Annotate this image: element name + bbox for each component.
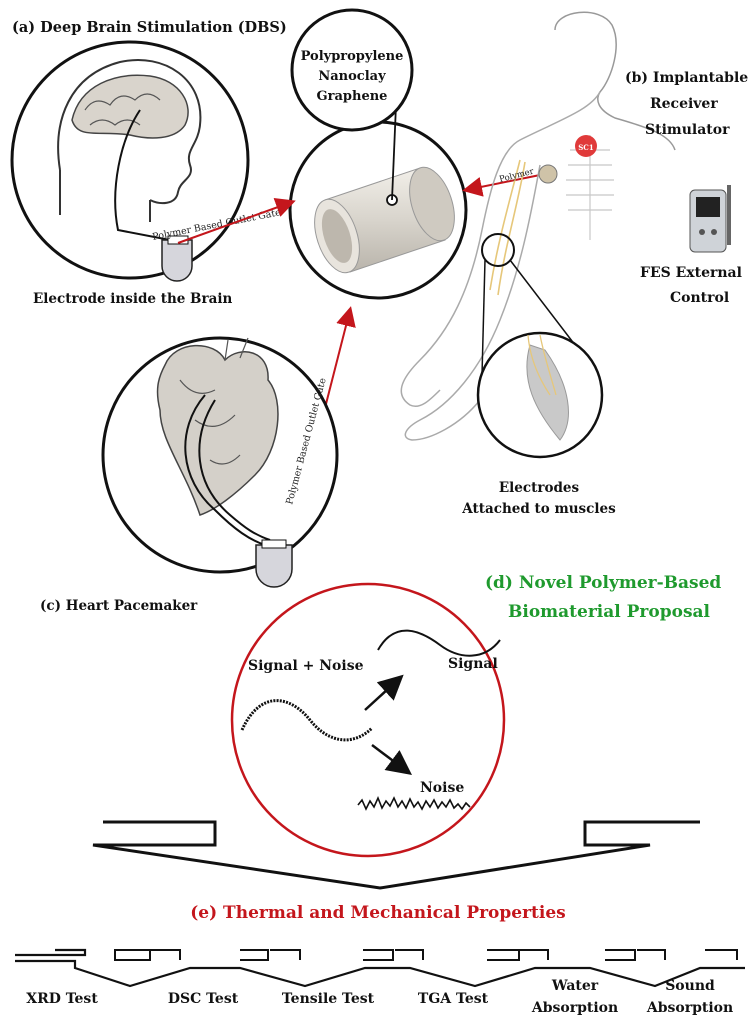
- muscle-panel: [478, 333, 602, 457]
- receiver-line3: Stimulator: [645, 122, 730, 138]
- material-2: Nanoclay: [318, 69, 386, 84]
- sc1-label: SC1: [578, 143, 594, 152]
- test-dsc: DSC Test: [168, 991, 239, 1007]
- test-tensile: Tensile Test: [282, 991, 375, 1007]
- material-3: Graphene: [317, 89, 388, 104]
- material-1: Polypropylene: [301, 49, 404, 64]
- properties-title: (e) Thermal and Mechanical Properties: [190, 903, 566, 923]
- pacemaker-label: (c) Heart Pacemaker: [40, 598, 198, 614]
- electrode-brain-label: Electrode inside the Brain: [33, 291, 232, 307]
- proposal-line2: Biomaterial Proposal: [508, 602, 711, 622]
- fes-line1: FES External: [640, 265, 742, 281]
- brain-stimulator-device: [162, 236, 192, 281]
- dbs-title: (a) Deep Brain Stimulation (DBS): [12, 19, 287, 36]
- signal-label: Signal: [448, 656, 498, 672]
- implant-receiver: [539, 165, 557, 183]
- noise-label: Noise: [420, 780, 464, 796]
- materials-panel: Polypropylene Nanoclay Graphene: [292, 10, 412, 130]
- electrodes-line1: Electrodes: [499, 480, 580, 496]
- brain-panel: Polymer Based Outlet Gate: [12, 42, 282, 281]
- test-tga: TGA Test: [418, 991, 489, 1007]
- proposal-line1: (d) Novel Polymer-Based: [485, 573, 721, 593]
- polymer-tube-panel: [290, 105, 466, 298]
- fes-line2: Control: [670, 290, 729, 306]
- test-water-line2: Absorption: [531, 1000, 618, 1016]
- heart-stimulator-device: [256, 540, 292, 587]
- signal-noise-label: Signal + Noise: [248, 658, 364, 674]
- fes-device-icon: [690, 185, 731, 252]
- test-sound-line1: Sound: [665, 978, 715, 994]
- test-sound-line2: Absorption: [646, 1000, 733, 1016]
- test-water-line1: Water: [551, 978, 599, 994]
- proposal-circle: [232, 584, 504, 856]
- tests-connector: [15, 950, 745, 986]
- heart-panel: Polymer Based Outlet Gate: [103, 338, 337, 587]
- receiver-line2: Receiver: [650, 96, 718, 112]
- test-xrd: XRD Test: [26, 991, 98, 1007]
- electrodes-line2: Attached to muscles: [461, 501, 616, 517]
- receiver-line1: (b) Implantable: [625, 70, 748, 86]
- signal-panel: Signal + Noise Signal Noise: [232, 584, 504, 856]
